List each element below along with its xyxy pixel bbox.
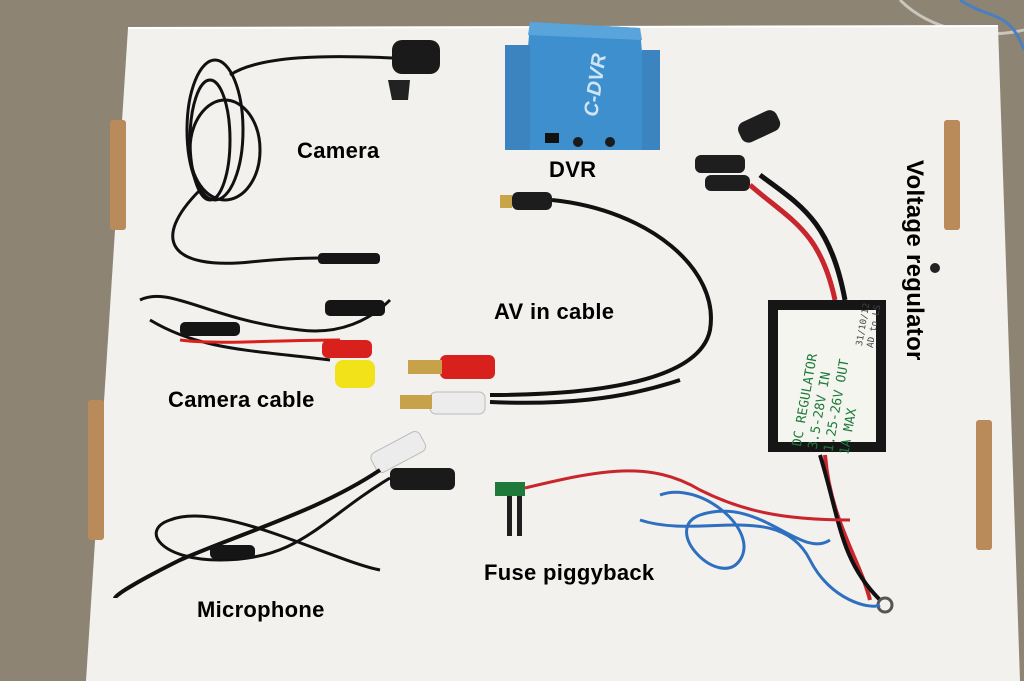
camera-body	[392, 40, 440, 74]
microphone-label: Microphone	[197, 597, 325, 622]
board-slot-left-bottom	[88, 400, 104, 540]
fuse-piggyback-item	[495, 469, 881, 608]
camera-cable-item	[139, 294, 392, 388]
voltage-regulator-item	[695, 110, 894, 614]
av-in-cable-item	[400, 192, 713, 415]
board-slot-right-bottom	[976, 420, 992, 550]
camera-item	[171, 40, 440, 265]
camera-label: Camera	[297, 138, 380, 163]
camera-cable-label: Camera cable	[168, 387, 315, 412]
dvr-label: DVR	[549, 157, 597, 182]
voltage-regulator-label: Voltage regulator	[901, 160, 928, 361]
board-slot-right-top	[944, 120, 960, 230]
board-hole	[930, 263, 940, 273]
fuse-piggyback-label: Fuse piggyback	[484, 560, 655, 585]
board-slot-left-top	[110, 120, 126, 230]
dvr-item: C-DVR	[505, 22, 660, 150]
background-blue-cable	[959, 0, 1024, 51]
microphone-item	[113, 431, 455, 600]
av-in-cable-label: AV in cable	[494, 299, 615, 324]
